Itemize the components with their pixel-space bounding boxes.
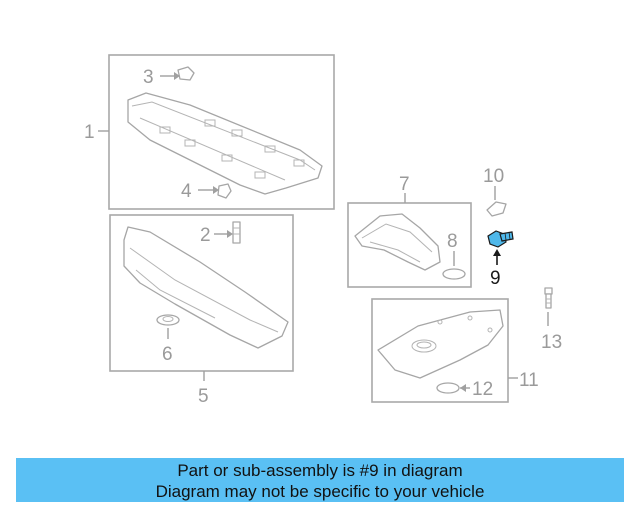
callout-12: 12 xyxy=(472,379,493,400)
heat-insulator xyxy=(354,213,441,271)
undercover-plate xyxy=(377,309,504,379)
part-group-10: 10 xyxy=(483,166,507,217)
callout-10: 10 xyxy=(483,166,504,187)
callout-13: 13 xyxy=(541,332,562,353)
bolt-13-head xyxy=(544,287,553,295)
frame-11 xyxy=(371,298,509,403)
lower-undercover xyxy=(123,226,289,349)
info-banner: Part or sub-assembly is #9 in diagram Di… xyxy=(16,458,624,502)
bolt-13-shank xyxy=(545,293,552,309)
part-group-13: 13 xyxy=(541,287,562,353)
callout-9: 9 xyxy=(490,268,501,289)
callout-5: 5 xyxy=(198,386,209,407)
part-group-11: 12 11 xyxy=(371,298,539,403)
bolt-9-shank xyxy=(499,231,514,242)
banner-line-2: Diagram may not be specific to your vehi… xyxy=(155,482,485,501)
callout-2: 2 xyxy=(200,225,211,246)
parts-diagram: 1 3 4 2 6 5 8 7 xyxy=(84,54,562,407)
callout-3: 3 xyxy=(143,67,154,88)
callout-6: 6 xyxy=(162,344,173,365)
frame-5 xyxy=(109,214,294,372)
clip-3 xyxy=(177,66,195,81)
undercover-panel xyxy=(127,92,323,195)
callout-4: 4 xyxy=(181,181,192,202)
callout-11: 11 xyxy=(519,370,539,391)
frame-1 xyxy=(108,54,335,210)
callout-1: 1 xyxy=(84,122,95,143)
banner-line-1: Part or sub-assembly is #9 in diagram xyxy=(177,461,463,480)
part-group-5: 2 6 5 xyxy=(109,214,294,407)
grommet-12 xyxy=(436,382,460,394)
frame-7 xyxy=(347,202,472,288)
part-group-9: 9 xyxy=(487,230,514,289)
callout-7: 7 xyxy=(399,174,410,195)
bolt-2 xyxy=(232,221,241,244)
grommet-8 xyxy=(442,268,466,280)
callout-8: 8 xyxy=(447,231,458,252)
part-group-1: 1 3 4 xyxy=(84,54,335,210)
part-group-7: 8 7 xyxy=(347,174,472,288)
grommet-6 xyxy=(156,314,180,326)
clip-4 xyxy=(217,183,232,199)
clip-10 xyxy=(486,201,507,217)
